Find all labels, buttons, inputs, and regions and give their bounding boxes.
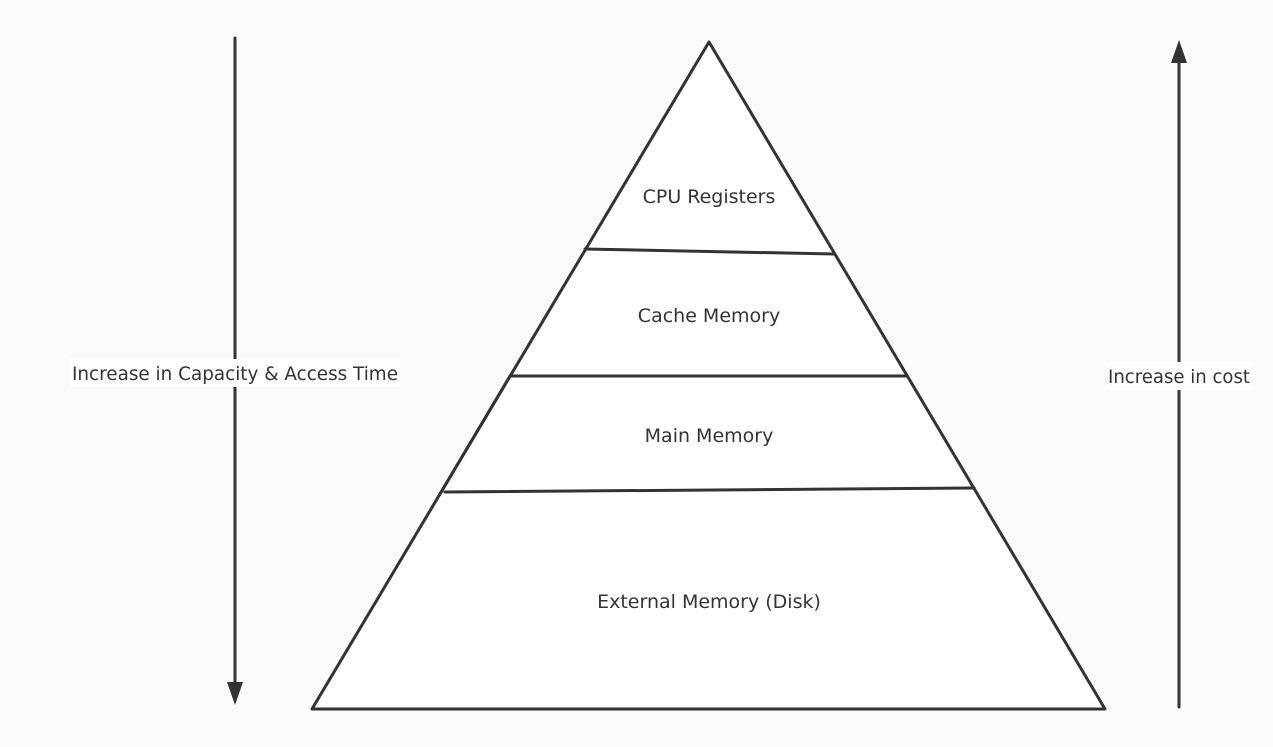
level-label-cpu-registers: CPU Registers (643, 186, 776, 208)
left-arrow-label: Increase in Capacity & Access Time (72, 363, 398, 385)
right-arrow: Increase in cost (1106, 40, 1252, 709)
right-arrow-label-bg (1106, 362, 1252, 390)
divider-main-external (443, 486, 976, 494)
right-arrow-head (1171, 40, 1187, 63)
right-arrow-label: Increase in cost (1108, 366, 1250, 388)
left-arrow: Increase in Capacity & Access Time (70, 36, 400, 705)
left-arrow-label-bg (70, 359, 400, 387)
level-label-external-memory: External Memory (Disk) (597, 591, 821, 613)
left-arrow-head (227, 682, 243, 705)
divider-registers-cache (583, 247, 836, 256)
pyramid: CPU Registers Cache Memory Main Memory E… (310, 40, 1107, 711)
divider-edge-stroke (438, 374, 512, 496)
level-label-cache-memory: Cache Memory (638, 305, 780, 327)
level-label-main-memory: Main Memory (645, 425, 774, 447)
